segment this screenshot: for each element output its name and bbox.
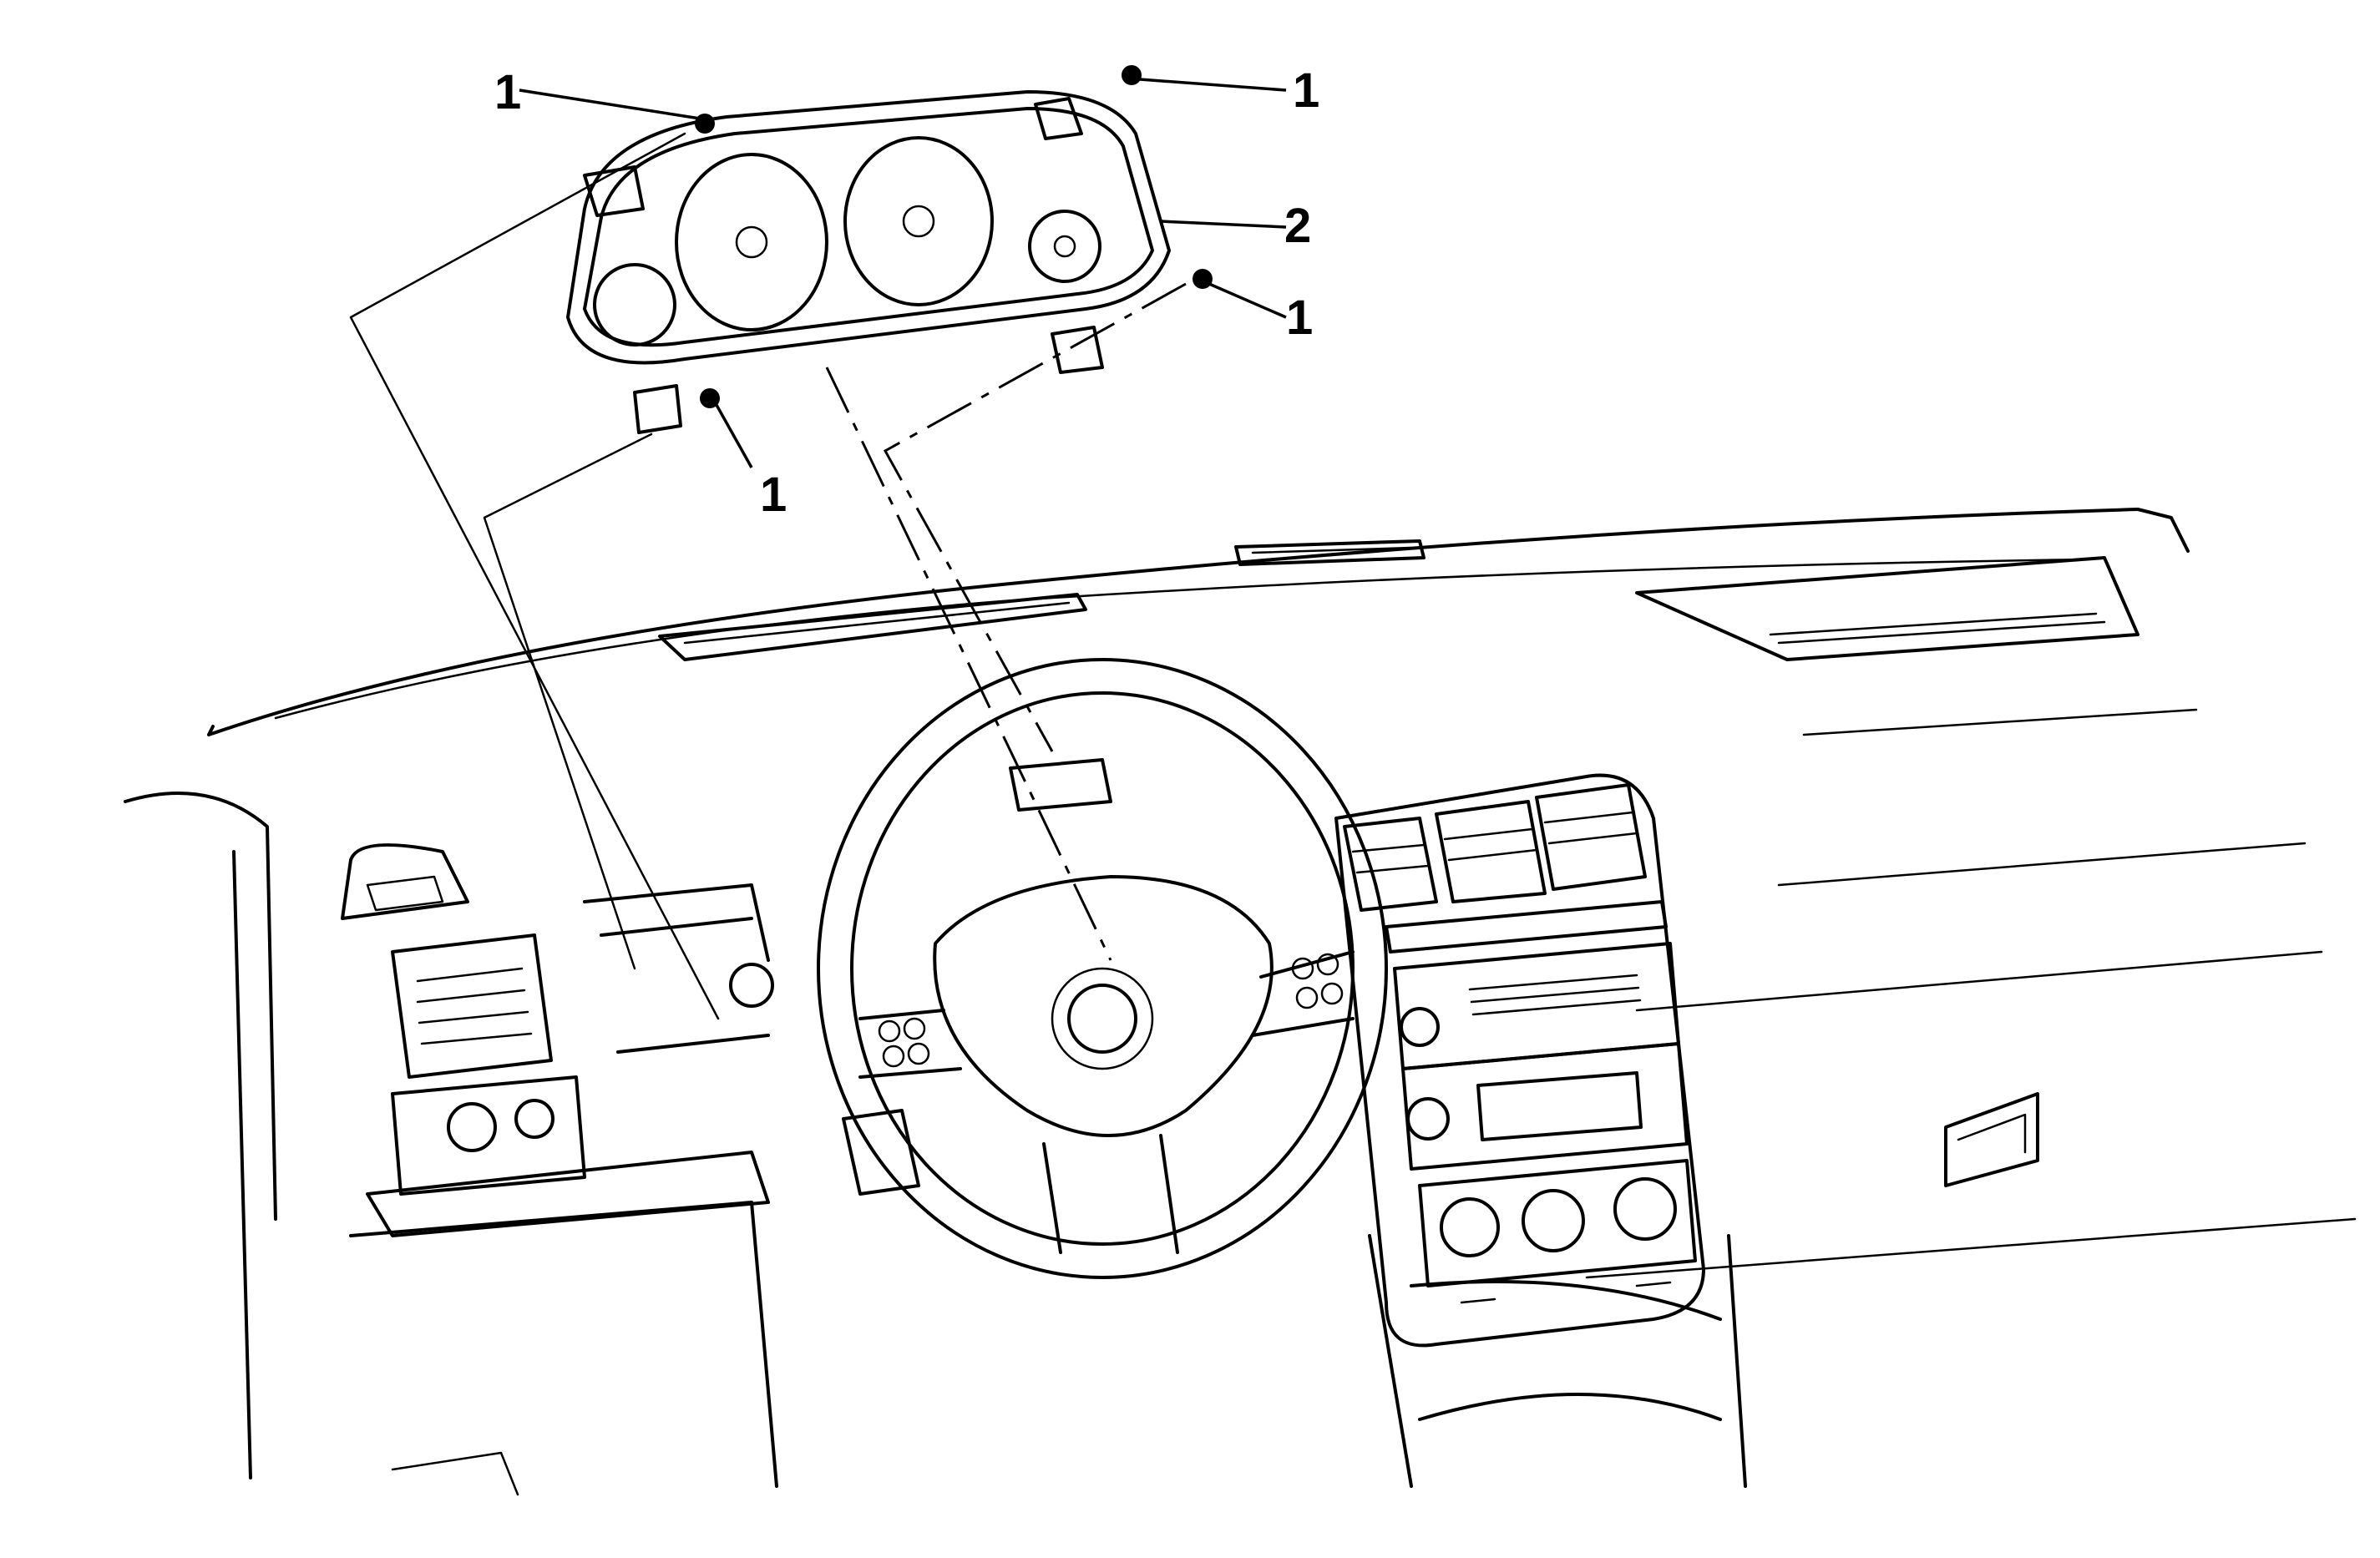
alignment-lines bbox=[349, 132, 1187, 1020]
instrument-panel bbox=[124, 508, 2357, 1496]
tachometer bbox=[843, 136, 994, 306]
callout-label: 2 bbox=[1284, 199, 1311, 253]
fastener-bottom-left-icon bbox=[700, 388, 720, 408]
steering-wheel bbox=[817, 658, 1388, 1279]
callout-label: 1 bbox=[760, 468, 787, 522]
callout-label: 1 bbox=[1293, 63, 1319, 118]
fastener-top-left-icon bbox=[695, 114, 715, 134]
callout-labels: 1 1 2 1 1 bbox=[494, 63, 1319, 522]
fastener-bottom-right-icon bbox=[1193, 269, 1213, 289]
temperature-gauge bbox=[1028, 210, 1101, 283]
fasteners bbox=[695, 65, 1213, 408]
instrument-cluster bbox=[566, 90, 1171, 434]
callout-label: 1 bbox=[1286, 291, 1313, 345]
callout-label: 1 bbox=[494, 65, 521, 119]
fastener-top-right-icon bbox=[1122, 65, 1142, 85]
center-stack bbox=[1334, 773, 1705, 1348]
fuel-gauge bbox=[593, 263, 676, 347]
speedometer bbox=[675, 153, 828, 331]
callout-leaders bbox=[519, 78, 1287, 468]
